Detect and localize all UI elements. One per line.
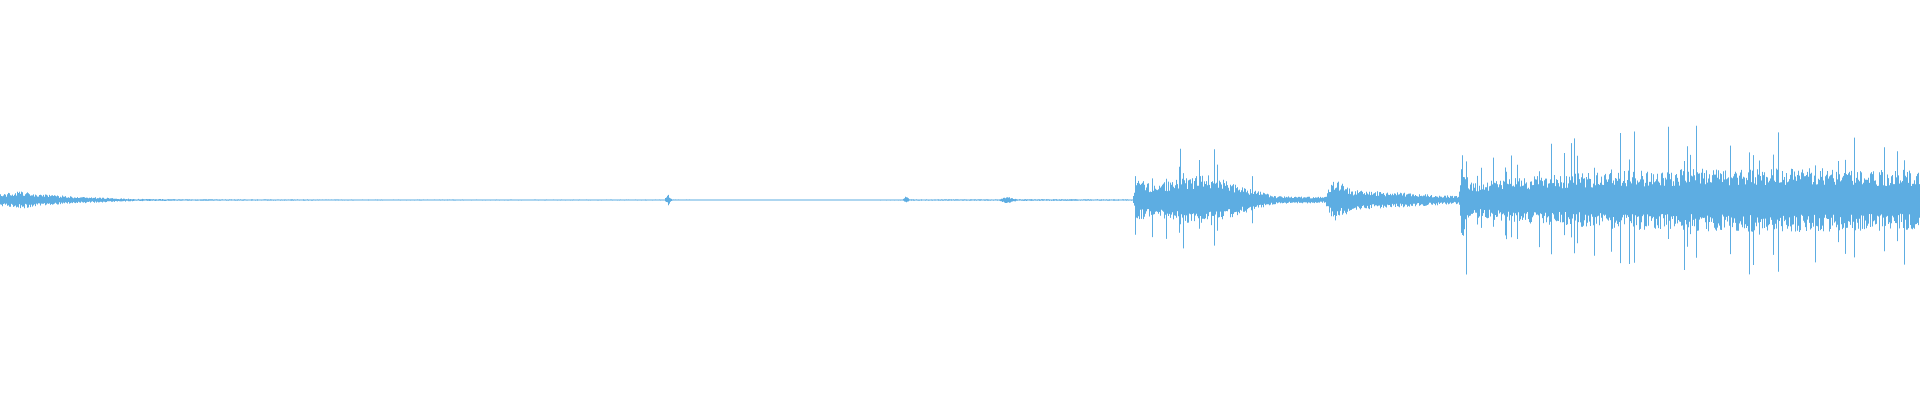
waveform-trace	[0, 125, 1920, 275]
